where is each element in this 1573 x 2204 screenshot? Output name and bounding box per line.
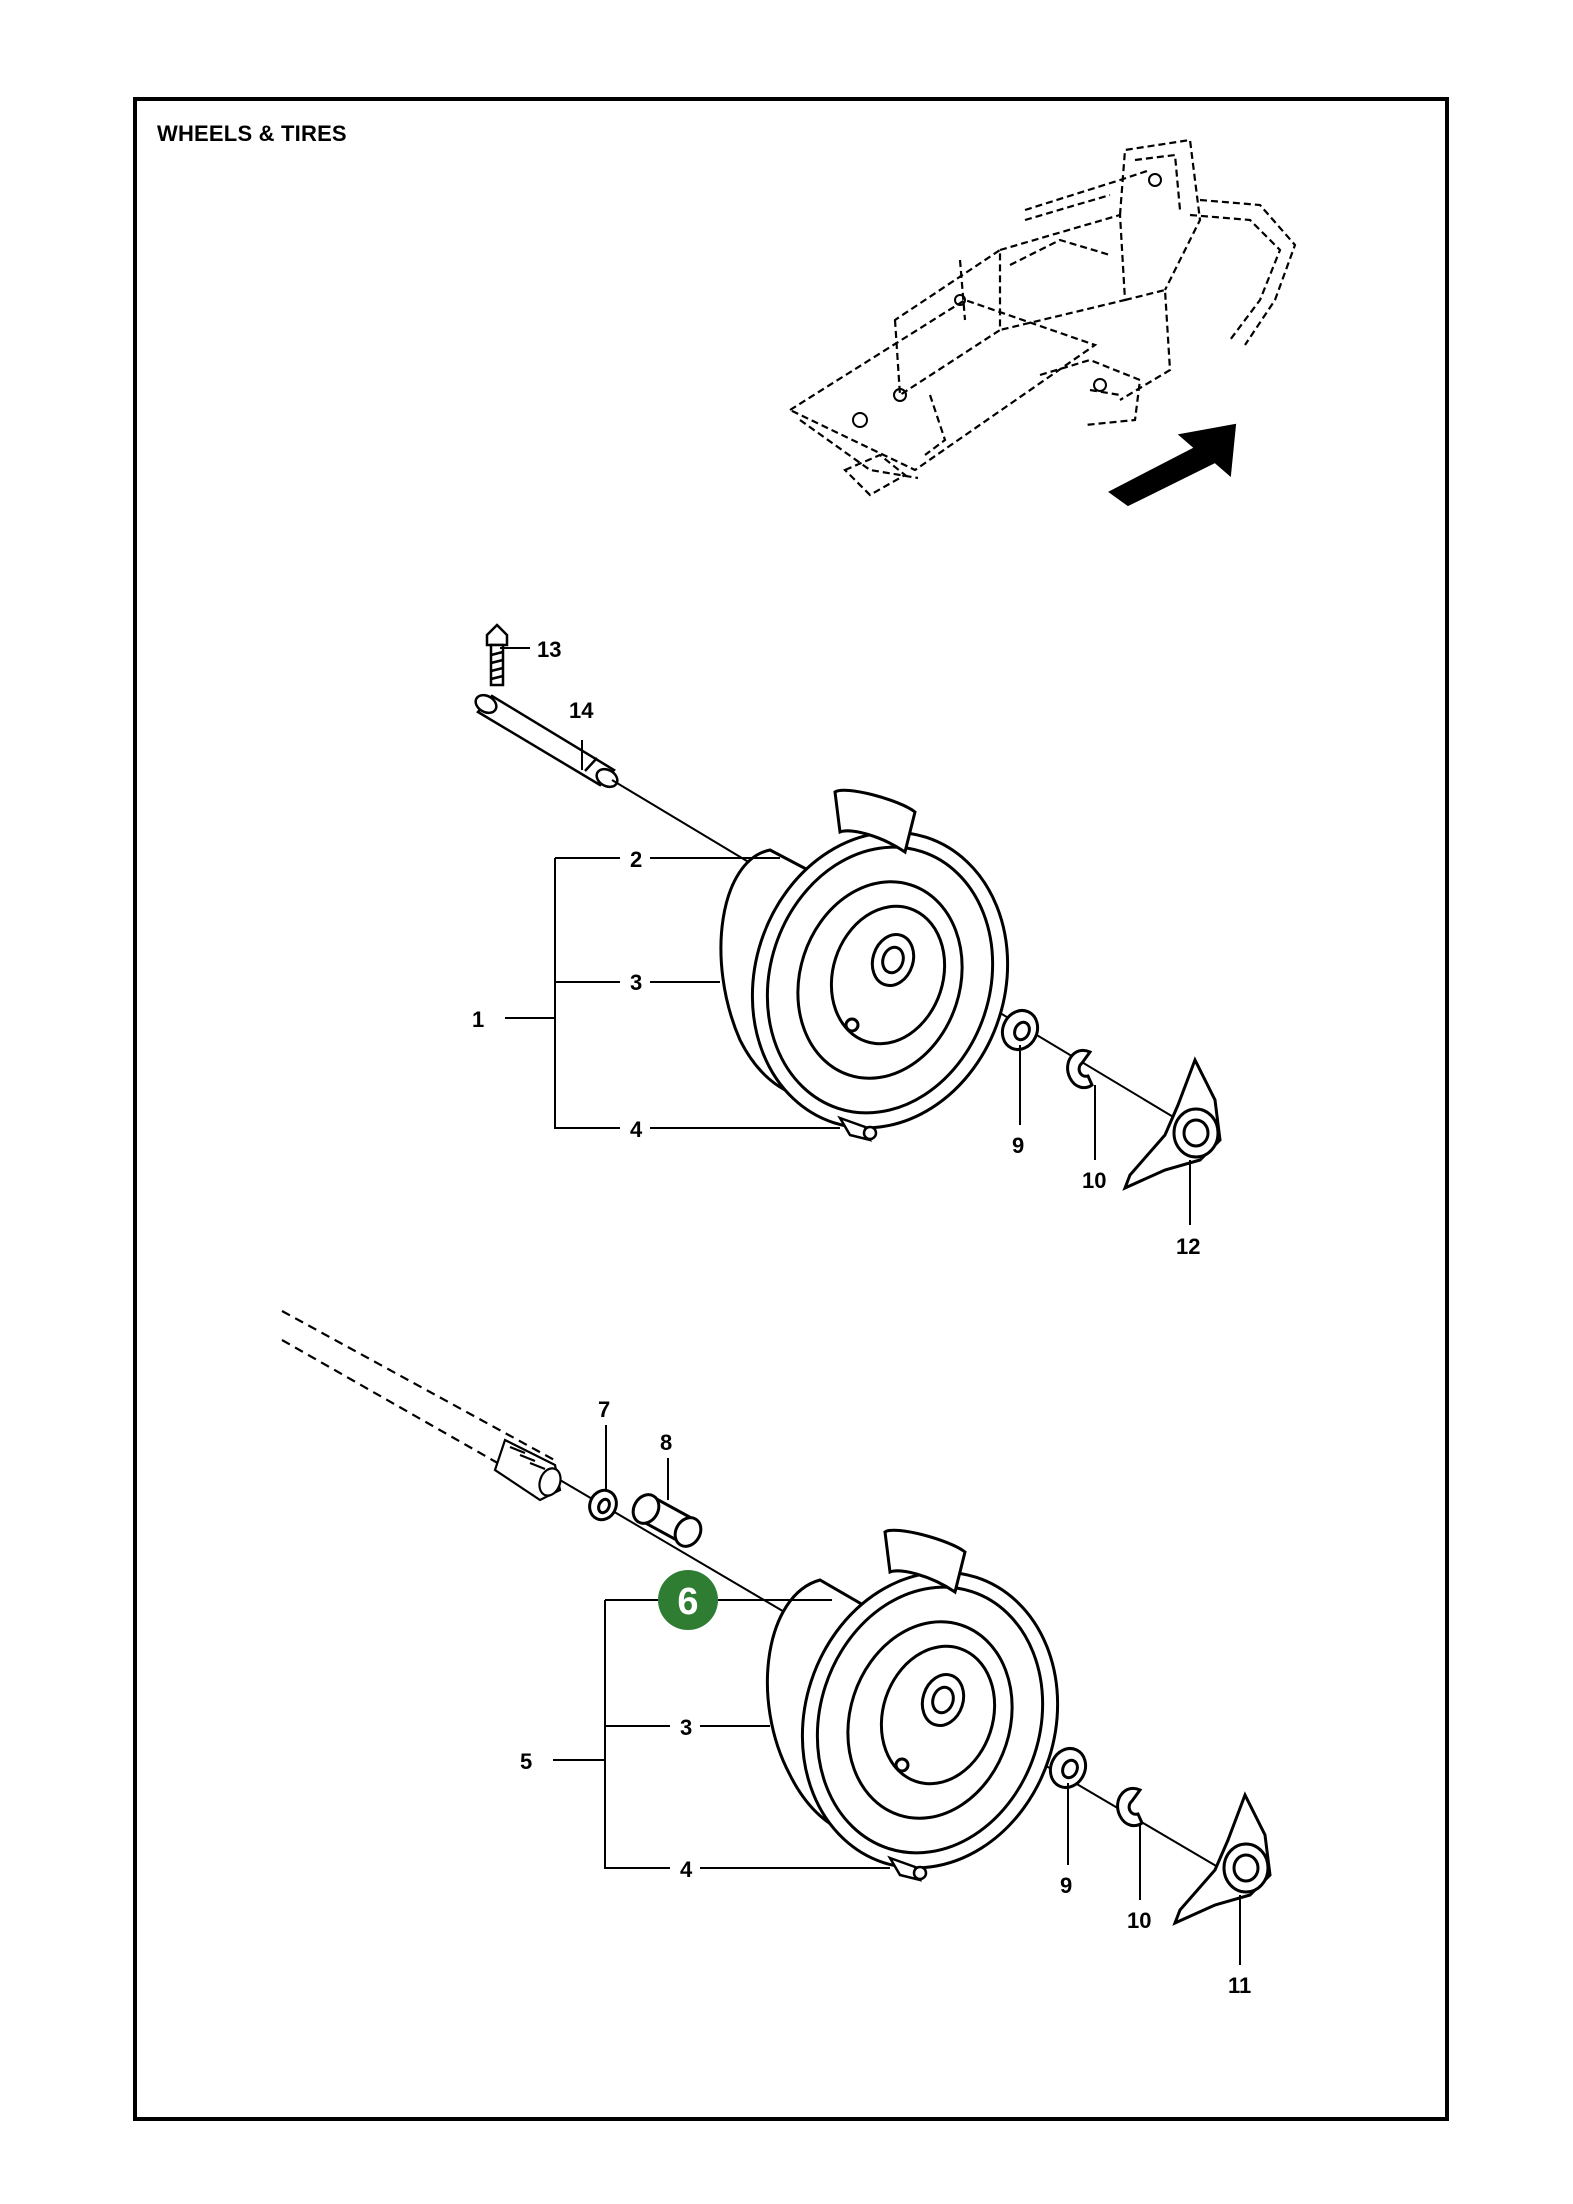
callout-10: 10: [1082, 1168, 1106, 1193]
callout-11: 11: [1228, 1973, 1251, 1998]
washer-part-9: [1000, 1009, 1040, 1051]
lower-leader-lines: [553, 1425, 1241, 1965]
callout-9-lower: 9: [1060, 1873, 1072, 1898]
callout-5: 5: [520, 1749, 532, 1774]
valve-part-4: [837, 1115, 878, 1142]
callout-4: 4: [630, 1117, 643, 1142]
transaxle-shaft: [281, 1310, 559, 1491]
spacer-part-7: [588, 1488, 618, 1522]
e-clip-part-10-lower: [1116, 1786, 1144, 1828]
callout-10-lower: 10: [1127, 1908, 1151, 1933]
page-frame: [133, 97, 1449, 2121]
tractor-frame-overview: [787, 138, 1297, 497]
hubcap-part-11: [1172, 1791, 1272, 1926]
callout-6: 6: [677, 1581, 698, 1623]
callout-7: 7: [598, 1397, 610, 1422]
callout-8: 8: [660, 1430, 672, 1455]
bolt-part-13: [485, 623, 509, 687]
upper-wheel-assembly: 13 14 2 3 1 4 9 10 12: [472, 623, 1222, 1259]
highlight-callout-badge: [658, 1570, 718, 1630]
callout-4-lower: 4: [680, 1857, 693, 1882]
e-clip-part-10: [1066, 1048, 1094, 1090]
callout-9: 9: [1012, 1133, 1024, 1158]
valve-part-4-lower: [887, 1855, 928, 1882]
callout-14: 14: [569, 698, 594, 723]
frame-details: [852, 173, 1162, 428]
callout-3: 3: [630, 970, 642, 995]
page-title: WHEELS & TIRES: [157, 121, 347, 146]
axle-pin-part-14: [474, 693, 619, 789]
bushing-part-8: [631, 1493, 703, 1548]
callout-2: 2: [630, 847, 642, 872]
hubcap-part-12: [1122, 1056, 1222, 1191]
callout-1: 1: [472, 1007, 484, 1032]
splined-shaft-end: [493, 1438, 562, 1502]
lower-wheel: [765, 1528, 1060, 1870]
upper-leader-lines: [500, 647, 1191, 1225]
washer-part-9-lower: [1048, 1747, 1088, 1789]
lower-wheel-assembly: 6 7 8 3 5 4 9 10 11: [281, 1310, 1272, 1998]
callout-3-lower: 3: [680, 1715, 692, 1740]
direction-arrow-icon: [1108, 423, 1237, 507]
callout-12: 12: [1176, 1234, 1200, 1259]
upper-wheel: [719, 788, 1010, 1130]
callout-13: 13: [537, 637, 561, 662]
